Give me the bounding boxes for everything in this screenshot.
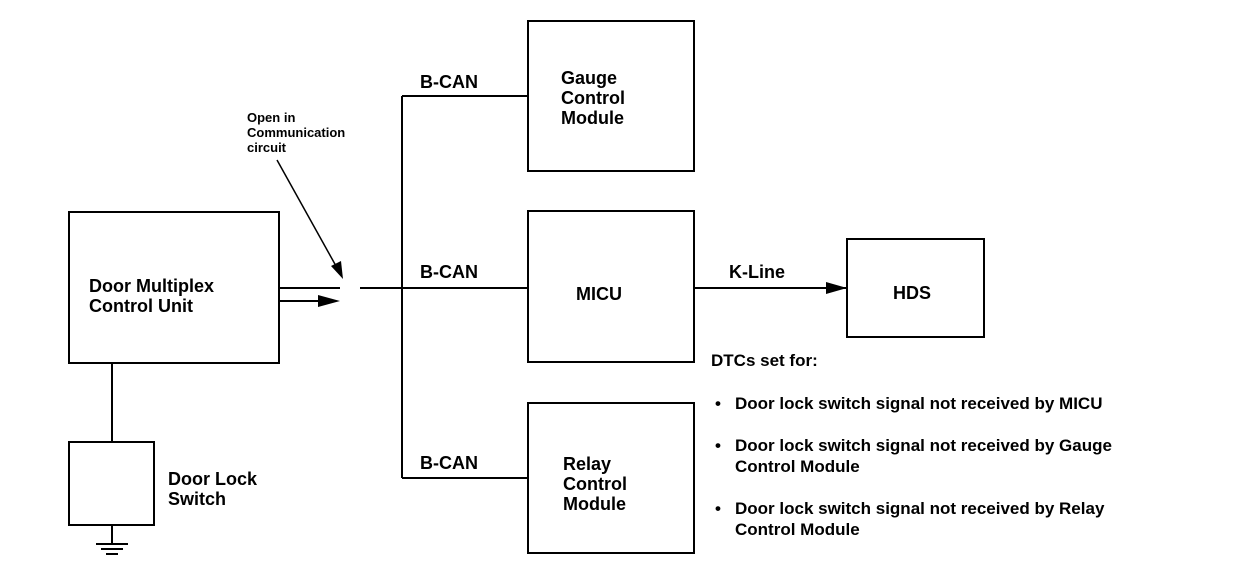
door-lock-switch-label: Door Lock Switch bbox=[168, 469, 258, 509]
dtc-item: Door lock switch signal not received by … bbox=[711, 435, 1112, 477]
door-multiplex-control-unit-box bbox=[68, 211, 280, 364]
micu-box bbox=[527, 210, 695, 363]
kline-label: K-Line bbox=[729, 262, 785, 282]
bcan-bottom-label: B-CAN bbox=[420, 453, 478, 473]
kline-arrowhead bbox=[826, 282, 847, 294]
dtc-item: Door lock switch signal not received by … bbox=[711, 498, 1112, 540]
bcan-top-label: B-CAN bbox=[420, 72, 478, 92]
door-multiplex-control-unit-label: Door Multiplex Control Unit bbox=[89, 276, 214, 316]
bcan-mid-label: B-CAN bbox=[420, 262, 478, 282]
gauge-control-module-label: Gauge Control Module bbox=[561, 68, 625, 128]
relay-control-module-box bbox=[527, 402, 695, 554]
dtc-heading: DTCs set for: bbox=[711, 351, 818, 370]
open-circuit-annotation: Open in Communication circuit bbox=[247, 110, 346, 155]
gauge-control-module-box bbox=[527, 20, 695, 172]
signal-arrowhead bbox=[318, 295, 340, 307]
ground-symbol-icon bbox=[96, 543, 128, 555]
hds-label: HDS bbox=[893, 283, 932, 303]
door-lock-switch-box bbox=[68, 441, 155, 526]
relay-control-module-label: Relay Control Module bbox=[563, 454, 627, 514]
dtc-item: Door lock switch signal not received by … bbox=[711, 393, 1112, 414]
open-circuit-pointer-arrowhead bbox=[331, 261, 343, 279]
micu-label: MICU bbox=[576, 284, 622, 304]
hds-box bbox=[846, 238, 985, 338]
open-circuit-pointer-line bbox=[276, 159, 337, 267]
dtc-list: Door lock switch signal not received by … bbox=[711, 372, 1112, 561]
